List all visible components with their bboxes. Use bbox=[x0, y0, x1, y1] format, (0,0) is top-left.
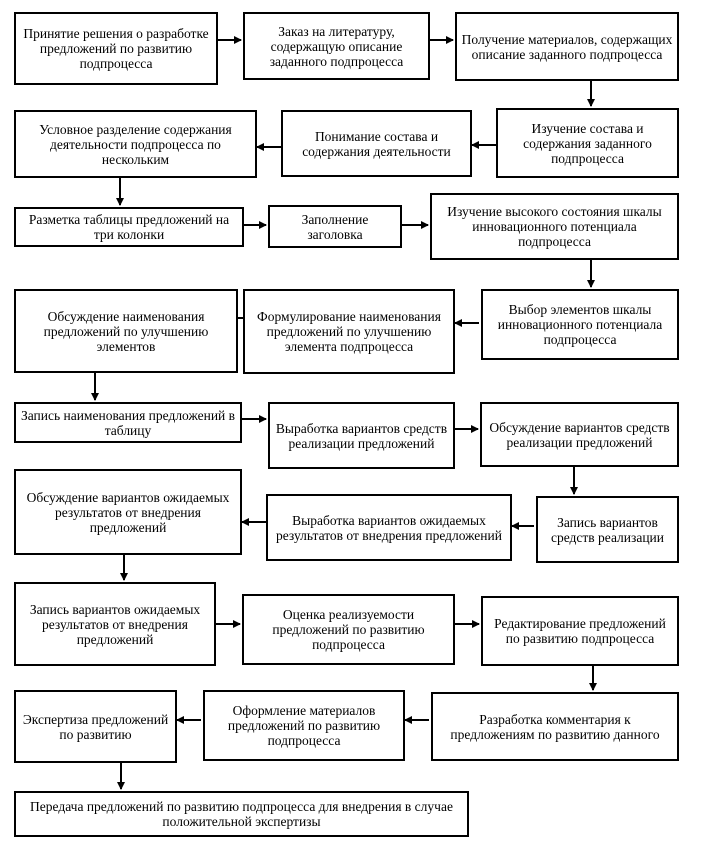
step-13-box: Запись наименования предложений в таблиц… bbox=[14, 402, 242, 443]
step-9-box: Изучение высокого состояния шкалы иннова… bbox=[430, 193, 679, 260]
step-22-box: Разработка комментария к предложениям по… bbox=[431, 692, 679, 761]
step-23-box: Оформление материалов предложений по раз… bbox=[203, 690, 405, 761]
step-17-box: Выработка вариантов ожидаемых результато… bbox=[266, 494, 512, 561]
step-14-box: Выработка вариантов средств реализации п… bbox=[268, 402, 455, 469]
step-25-box: Передача предложений по развитию подпроц… bbox=[14, 791, 469, 837]
step-4-box: Изучение состава и содержания заданного … bbox=[496, 108, 679, 178]
step-20-box: Оценка реализуемости предложений по разв… bbox=[242, 594, 455, 665]
step-24-box: Экспертиза предложений по развитию bbox=[14, 690, 177, 763]
step-5-box: Понимание состава и содержания деятельно… bbox=[281, 110, 472, 177]
step-15-box: Обсуждение вариантов средств реализации … bbox=[480, 402, 679, 467]
step-11-box: Формулирование наименования предложений … bbox=[243, 289, 455, 374]
step-16-box: Запись вариантов средств реализации bbox=[536, 496, 679, 563]
step-6-box: Условное разделение содержания деятельно… bbox=[14, 110, 257, 178]
step-21-box: Редактирование предложений по развитию п… bbox=[481, 596, 679, 666]
step-2-box: Заказ на литературу, содержащую описание… bbox=[243, 12, 430, 80]
step-12-box: Обсуждение наименования предложений по у… bbox=[14, 289, 238, 373]
step-3-box: Получение материалов, содержащих описани… bbox=[455, 12, 679, 81]
step-10-box: Выбор элементов шкалы инновационного пот… bbox=[481, 289, 679, 360]
step-7-box: Разметка таблицы предложений на три коло… bbox=[14, 207, 244, 247]
step-18-box: Обсуждение вариантов ожидаемых результат… bbox=[14, 469, 242, 555]
step-8-box: Заполнение заголовка bbox=[268, 205, 402, 248]
step-1-box: Принятие решения о разработке предложени… bbox=[14, 12, 218, 85]
step-19-box: Запись вариантов ожидаемых результатов о… bbox=[14, 582, 216, 666]
